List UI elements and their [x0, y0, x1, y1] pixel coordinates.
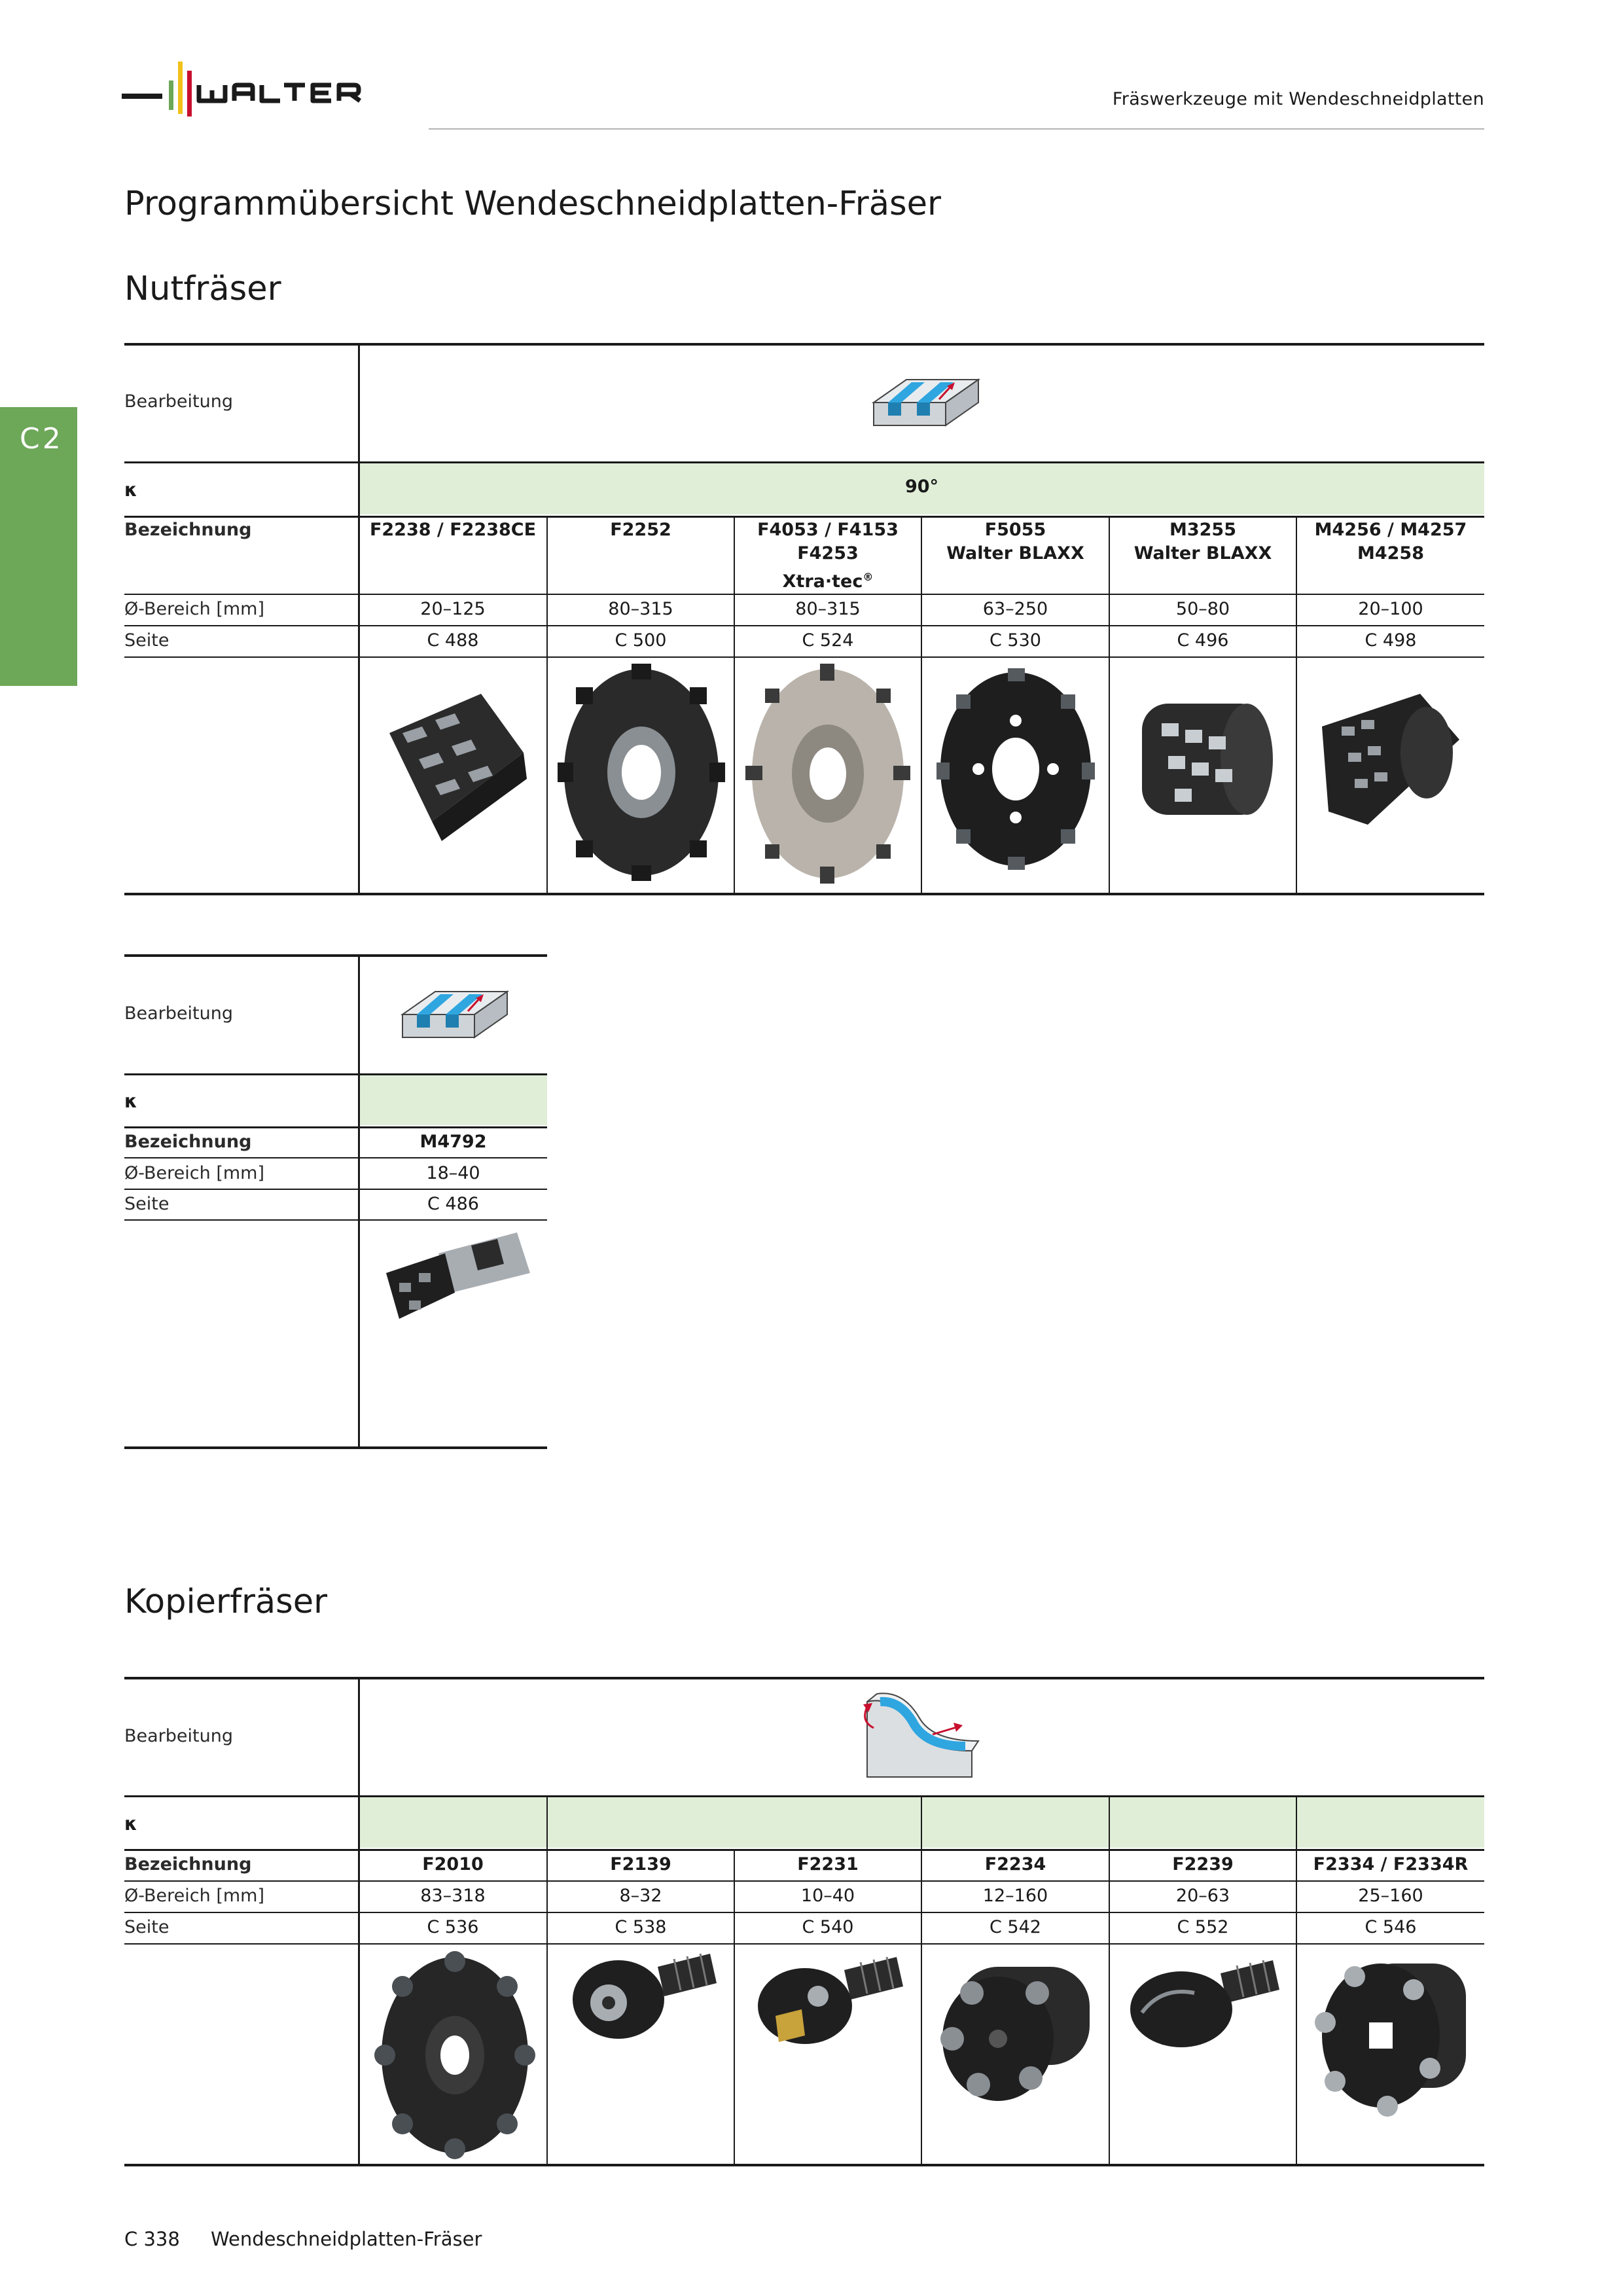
page-f2234: C 542	[990, 1917, 1041, 1937]
range-f5055: 63–250	[982, 599, 1048, 619]
round-insert-disc-icon	[374, 1951, 535, 2159]
walter-logo	[122, 62, 362, 117]
page-m3255: C 496	[1177, 630, 1229, 651]
row-label-kappa-2: κ	[124, 1090, 137, 1112]
tool-name-f2010: F2010	[422, 1854, 484, 1874]
disc-cutter-silver-icon	[745, 664, 910, 884]
page-m4256: C 498	[1364, 630, 1417, 651]
tool-name-f2234: F2234	[984, 1854, 1046, 1874]
tool-name-f2334: F2334 / F2334R	[1313, 1854, 1469, 1874]
ball-nose-screw-icon	[1130, 1960, 1279, 2047]
tool-name-f4053: F4053 / F4153 F4253 Xtra·tec®	[757, 520, 899, 592]
range-f2334: 25–160	[1358, 1886, 1423, 1906]
shell-end-mill-icon	[1142, 704, 1273, 815]
page-f2334: C 546	[1364, 1917, 1417, 1937]
long-edge-cutter-icon	[1322, 694, 1459, 825]
round-insert-face-mill-icon	[1315, 1964, 1466, 2117]
header-title: Fräswerkzeuge mit Wendeschneidplatten	[1112, 89, 1484, 109]
range-m3255: 50–80	[1175, 599, 1230, 619]
range-f2238: 20–125	[420, 599, 486, 619]
row-label-bezeichnung: Bezeichnung	[124, 520, 252, 540]
row-label-bezeichnung-2: Bezeichnung	[124, 1132, 252, 1152]
slot-cutter-helical-icon	[389, 694, 527, 841]
range-f2139: 8–32	[619, 1886, 662, 1906]
page-m4792: C 486	[427, 1194, 479, 1214]
tool-name-f2231: F2231	[797, 1854, 859, 1874]
row-label-bereich-3: Ø-Bereich [mm]	[124, 1886, 264, 1906]
tool-name-f2139: F2139	[610, 1854, 671, 1874]
range-f2231: 10–40	[800, 1886, 855, 1906]
slot-milling-icon	[400, 990, 510, 1039]
row-label-bearbeitung-3: Bearbeitung	[124, 1726, 233, 1746]
page-f2010: C 536	[427, 1917, 479, 1937]
page-f5055: C 530	[990, 630, 1041, 651]
disc-cutter-holes-icon	[936, 668, 1095, 870]
tool-name-f5055: F5055 Walter BLAXX	[946, 520, 1084, 564]
row-label-seite-3: Seite	[124, 1917, 169, 1937]
range-f2234: 12–160	[982, 1886, 1048, 1906]
page-f4053: C 524	[802, 630, 854, 651]
tool-name-f2239: F2239	[1172, 1854, 1234, 1874]
row-label-bereich: Ø-Bereich [mm]	[124, 599, 264, 619]
page-title: Programmübersicht Wendeschneidplatten-Fr…	[124, 185, 941, 223]
range-m4792: 18–40	[426, 1163, 480, 1183]
row-label-kappa-3: κ	[124, 1813, 137, 1835]
tool-name-f2252: F2252	[610, 520, 671, 540]
range-f2010: 83–318	[420, 1886, 486, 1906]
footer-text: Wendeschneidplatten-Fräser	[211, 2228, 482, 2250]
page-f2231: C 540	[802, 1917, 854, 1937]
chapter-tab-label: C2	[20, 422, 63, 456]
page-f2139: C 538	[615, 1917, 667, 1937]
page-f2252: C 500	[615, 630, 667, 651]
page-f2238: C 488	[427, 630, 479, 651]
footer-page-number: C 338	[124, 2228, 180, 2250]
tool-name-m4792: M4792	[419, 1132, 487, 1152]
page-f2239: C 552	[1177, 1917, 1229, 1937]
row-label-bearbeitung: Bearbeitung	[124, 391, 233, 412]
range-m4256: 20–100	[1358, 599, 1423, 619]
ball-nose-screw-icon	[573, 1953, 717, 2039]
shank-end-mill-icon	[386, 1232, 530, 1319]
row-label-bereich-2: Ø-Bereich [mm]	[124, 1163, 264, 1183]
range-f2239: 20–63	[1175, 1886, 1230, 1906]
section-title-kopierfraeser: Kopierfräser	[124, 1583, 328, 1621]
kappa-value: 90°	[904, 476, 939, 497]
header-rule	[429, 128, 1484, 130]
copy-milling-icon	[863, 1693, 980, 1778]
row-label-bearbeitung-2: Bearbeitung	[124, 1003, 233, 1024]
ball-nose-screw-icon	[758, 1956, 903, 2044]
tool-name-f2238: F2238 / F2238CE	[369, 520, 537, 540]
row-label-bezeichnung-3: Bezeichnung	[124, 1854, 252, 1874]
row-label-seite-2: Seite	[124, 1194, 169, 1214]
row-label-kappa: κ	[124, 479, 137, 501]
disc-cutter-icon	[558, 664, 725, 881]
row-label-seite: Seite	[124, 630, 169, 651]
tool-name-m4256: M4256 / M4257 M4258	[1314, 520, 1467, 564]
range-f4053: 80–315	[795, 599, 861, 619]
range-f2252: 80–315	[608, 599, 673, 619]
tool-name-m3255: M3255 Walter BLAXX	[1133, 520, 1272, 564]
round-insert-face-mill-icon	[940, 1967, 1090, 2101]
section-title-nutfraeser: Nutfräser	[124, 270, 281, 308]
chapter-tab	[0, 407, 77, 686]
slot-milling-icon	[871, 378, 981, 427]
